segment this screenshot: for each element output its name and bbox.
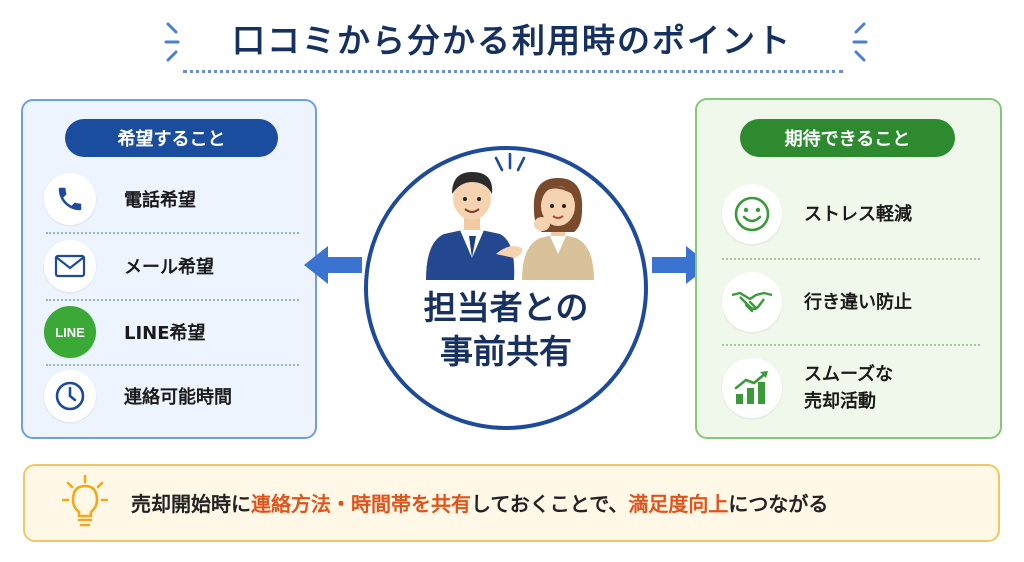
preference-label: 電話希望 <box>124 190 196 211</box>
divider <box>46 299 299 301</box>
preference-label: メール希望 <box>124 257 214 278</box>
title-sparkle-left <box>164 20 192 68</box>
center-label-line2: 事前共有 <box>440 332 572 371</box>
center-circle <box>364 146 648 430</box>
benefit-label: スムーズな 売却活動 <box>804 361 893 415</box>
smile-icon <box>722 184 782 244</box>
preferences-header: 希望すること <box>65 119 278 157</box>
benefit-label: ストレス軽減 <box>804 203 912 225</box>
summary-highlight-satisfaction: 満足度向上 <box>628 492 729 516</box>
center-label-line1: 担当者との <box>423 288 589 327</box>
summary-text: 売却開始時に連絡方法・時間帯を共有しておくことで、満足度向上につながる <box>131 488 828 517</box>
growth-chart-icon <box>722 358 782 418</box>
benefit-label-line1: スムーズな <box>804 364 894 385</box>
title-underline <box>183 70 843 73</box>
benefits-header: 期待できること <box>740 119 955 157</box>
lightbulb-icon <box>61 474 109 536</box>
benefit-label: 行き違い防止 <box>804 291 912 313</box>
divider <box>722 258 980 260</box>
mail-icon <box>44 240 96 292</box>
handshake-icon <box>722 272 782 332</box>
arrow-left-icon <box>304 244 362 290</box>
preference-label: 連絡可能時間 <box>124 387 232 408</box>
consultation-illustration <box>410 162 610 284</box>
summary-highlight-contact: 連絡方法・時間帯を共有 <box>251 492 471 516</box>
preference-item-mail: メール希望 <box>44 238 299 294</box>
center-label: 担当者との 事前共有 <box>364 286 648 374</box>
preference-label: LINE希望 <box>124 323 206 344</box>
benefit-label-line2: 売却活動 <box>804 391 876 412</box>
benefit-item-stress: ストレス軽減 <box>722 184 982 244</box>
line-icon-text: LINE <box>55 324 85 340</box>
preference-item-phone: 電話希望 <box>44 171 299 227</box>
clock-icon <box>44 370 96 422</box>
phone-icon <box>44 173 96 225</box>
benefit-item-smooth-sale: スムーズな 売却活動 <box>722 358 982 418</box>
summary-part2: しておくことで、 <box>471 492 629 516</box>
preference-item-time: 連絡可能時間 <box>44 368 299 424</box>
benefit-item-miscommunication: 行き違い防止 <box>722 272 982 332</box>
line-icon: LINE <box>44 306 96 358</box>
preference-item-line: LINE LINE希望 <box>44 304 299 360</box>
divider <box>722 344 980 346</box>
divider <box>46 232 299 234</box>
page-title: 口コミから分かる利用時のポイント <box>232 21 792 60</box>
summary-banner <box>23 464 1000 542</box>
summary-part3: につながる <box>728 492 829 516</box>
talk-spark-icon <box>488 152 532 180</box>
title-sparkle-right <box>840 20 868 68</box>
divider <box>46 364 299 366</box>
summary-part1: 売却開始時に <box>131 492 251 516</box>
